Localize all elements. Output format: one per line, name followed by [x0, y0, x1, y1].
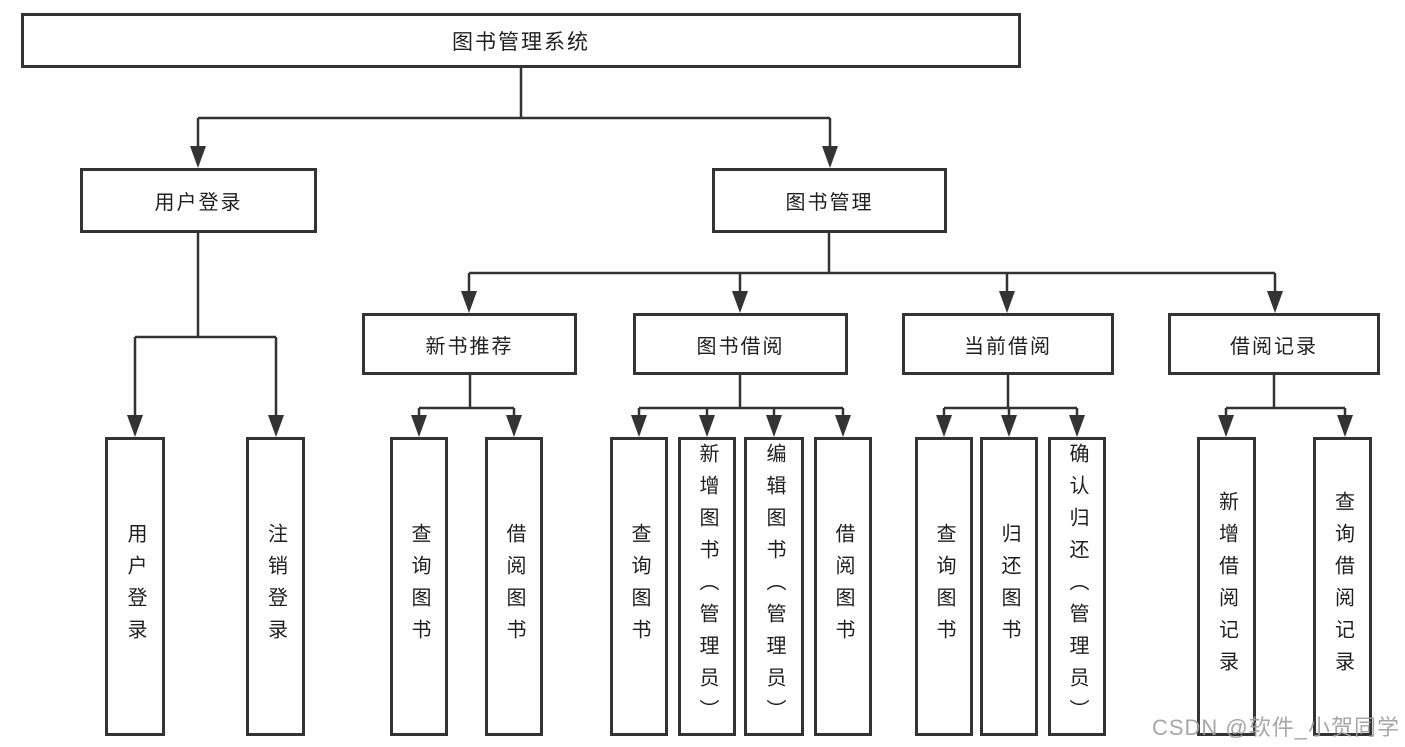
leaf-confirm-return-admin: 确认归还（管理员） — [1048, 437, 1106, 736]
arrowhead — [732, 291, 748, 313]
leaf-edit-books-admin: 编辑图书（管理员） — [744, 437, 804, 736]
leaf-borrow-books: 借阅图书 — [814, 437, 872, 736]
arrowhead — [631, 415, 647, 437]
arrowhead — [506, 415, 522, 437]
node-root-label: 图书管理系统 — [452, 30, 590, 54]
connector-new-book-rec — [417, 375, 516, 416]
leaf-add-books-admin: 新增图书（管理员） — [678, 437, 736, 736]
leaf-logout-label: 注销登录 — [264, 522, 287, 651]
node-book-management-label: 图书管理 — [785, 192, 874, 214]
leaf-user-login-label: 用户登录 — [124, 522, 146, 651]
node-book-borrow-label: 图书借阅 — [696, 335, 785, 358]
leaf-query-books-borrow: 查询图书 — [610, 437, 668, 736]
node-user-login: 用户登录 — [80, 168, 317, 233]
watermark-text: CSDN @软件_小贺同学 — [1151, 715, 1400, 740]
node-new-book-recommend: 新书推荐 — [362, 313, 577, 375]
connector-user-login — [133, 233, 278, 416]
arrowhead — [190, 146, 206, 168]
leaf-return-books: 归还图书 — [980, 437, 1038, 736]
node-borrow-records: 借阅记录 — [1168, 313, 1380, 375]
node-borrow-records-label: 借阅记录 — [1230, 335, 1318, 358]
leaf-add-books-admin-label: 新增图书（管理员） — [696, 442, 718, 731]
arrowhead — [1337, 415, 1353, 437]
connector-root — [196, 68, 832, 147]
leaf-return-books-label: 归还图书 — [998, 522, 1020, 651]
leaf-query-books-recommend: 查询图书 — [390, 437, 448, 736]
arrowhead — [127, 415, 143, 437]
arrowhead — [835, 415, 851, 437]
node-root: 图书管理系统 — [21, 13, 1021, 68]
arrowhead — [1069, 415, 1085, 437]
leaf-edit-books-admin-label: 编辑图书（管理员） — [763, 442, 785, 731]
connector-borrow-record — [1224, 375, 1347, 416]
leaf-confirm-return-admin-label: 确认归还（管理员） — [1066, 442, 1088, 731]
connector-current-borrow — [942, 375, 1079, 416]
connector-book-mgmt — [467, 233, 1277, 292]
leaf-add-borrow-record-label: 新增借阅记录 — [1215, 490, 1238, 683]
node-user-login-label: 用户登录 — [154, 192, 243, 214]
node-current-borrow-label: 当前借阅 — [964, 335, 1052, 358]
arrowhead — [999, 291, 1015, 313]
arrowhead — [461, 291, 477, 313]
arrowhead — [268, 415, 284, 437]
arrowhead — [936, 415, 952, 437]
node-new-book-recommend-label: 新书推荐 — [425, 335, 514, 358]
leaf-query-books-current: 查询图书 — [915, 437, 973, 736]
arrowhead — [766, 415, 782, 437]
leaf-add-borrow-record: 新增借阅记录 — [1197, 437, 1256, 736]
node-book-borrow: 图书借阅 — [633, 313, 848, 375]
leaf-query-books-recommend-label: 查询图书 — [408, 522, 430, 651]
arrowhead — [1218, 415, 1234, 437]
leaf-query-books-borrow-label: 查询图书 — [628, 522, 650, 651]
connector-book-borrow — [637, 375, 845, 416]
leaf-query-books-current-label: 查询图书 — [933, 522, 955, 651]
arrowhead — [699, 415, 715, 437]
arrowhead — [411, 415, 427, 437]
leaf-borrow-books-label: 借阅图书 — [832, 522, 854, 651]
leaf-borrow-books-recommend-label: 借阅图书 — [503, 522, 525, 651]
leaf-logout: 注销登录 — [246, 437, 305, 736]
arrowhead — [1001, 415, 1017, 437]
arrowhead — [1267, 291, 1283, 313]
leaf-borrow-books-recommend: 借阅图书 — [485, 437, 543, 736]
node-book-management: 图书管理 — [712, 168, 947, 233]
node-current-borrow: 当前借阅 — [902, 313, 1114, 375]
arrowhead — [822, 146, 838, 168]
leaf-query-borrow-record: 查询借阅记录 — [1313, 437, 1372, 736]
leaf-user-login: 用户登录 — [105, 437, 165, 736]
leaf-query-borrow-record-label: 查询借阅记录 — [1331, 490, 1354, 683]
